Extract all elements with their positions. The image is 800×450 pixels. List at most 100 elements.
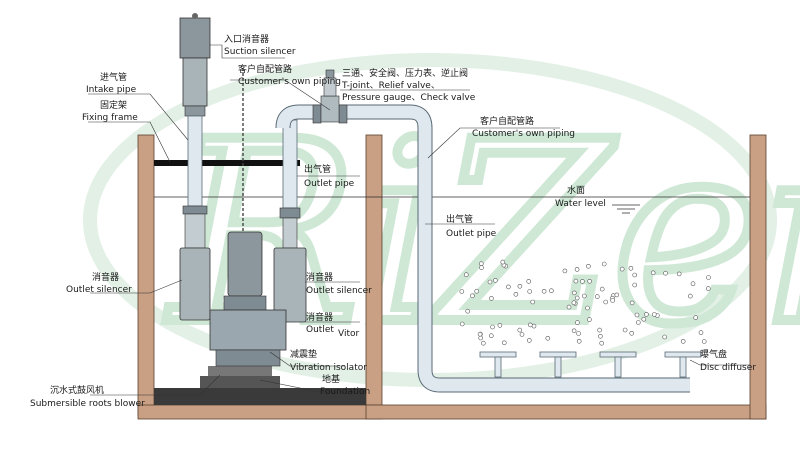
air-bubble bbox=[500, 259, 506, 265]
air-bubble bbox=[580, 279, 585, 284]
valve-assembly bbox=[312, 69, 348, 124]
air-bubble bbox=[693, 315, 699, 320]
label-blower-en: Submersible roots blower bbox=[30, 399, 145, 409]
air-bubble bbox=[587, 278, 592, 284]
label-water-level-cn: 水面 bbox=[567, 184, 585, 196]
label-outlet-pipe-a-cn: 出气管 bbox=[304, 163, 331, 175]
foundation bbox=[154, 366, 366, 405]
label-water-level-en: Water level bbox=[555, 199, 606, 209]
label-customer-piping-top-cn: 客户自配管路 bbox=[238, 63, 292, 75]
air-bubble bbox=[530, 299, 536, 305]
label-outlet-pipe-b-en: Outlet pipe bbox=[446, 229, 497, 239]
air-bubble bbox=[690, 281, 696, 287]
air-bubble bbox=[599, 286, 605, 292]
air-bubble bbox=[705, 286, 711, 291]
water-level-symbol bbox=[612, 204, 640, 214]
intake-pipe bbox=[187, 115, 203, 207]
disc-diffuser bbox=[599, 351, 637, 378]
label-outlet-vitor-cn: 消音器 bbox=[306, 311, 333, 323]
air-bubble bbox=[489, 296, 494, 301]
air-bubble bbox=[527, 322, 533, 328]
air-bubble bbox=[706, 275, 711, 280]
air-bubble bbox=[488, 333, 494, 339]
outlet-silencer-right bbox=[273, 207, 307, 323]
label-fixing-frame-en: Fixing frame bbox=[82, 113, 138, 123]
air-bubble bbox=[573, 278, 579, 284]
label-vibration-isolator-cn: 减震垫 bbox=[290, 348, 317, 360]
air-bubble bbox=[585, 305, 590, 311]
air-bubble bbox=[586, 263, 591, 269]
air-bubble bbox=[571, 328, 577, 334]
air-bubble bbox=[459, 289, 465, 294]
air-bubble bbox=[603, 299, 609, 305]
air-bubble bbox=[634, 312, 640, 318]
air-bubble bbox=[526, 338, 532, 343]
label-intake-pipe-cn: 进气管 bbox=[100, 71, 127, 83]
air-bubble bbox=[465, 308, 471, 314]
air-bubble bbox=[474, 288, 480, 294]
air-bubble bbox=[635, 320, 641, 325]
air-bubble bbox=[632, 272, 638, 278]
intake-flange bbox=[182, 205, 208, 215]
outlet-pipe-vertical bbox=[282, 119, 298, 209]
label-valves-cn: 三通、安全阀、压力表、逆止阀 bbox=[342, 67, 468, 79]
air-bubble bbox=[676, 271, 682, 277]
air-bubble bbox=[497, 323, 503, 328]
label-outlet-silencer-left-cn: 消音器 bbox=[92, 271, 119, 283]
air-bubble bbox=[599, 340, 605, 346]
disc-diffuser bbox=[664, 351, 702, 378]
air-bubble bbox=[628, 265, 634, 271]
air-bubble bbox=[632, 282, 638, 288]
label-outlet-silencer-left-en: Outlet silencer bbox=[66, 285, 132, 295]
label-outlet-pipe-a-en: Outlet pipe bbox=[304, 179, 355, 189]
label-customer-piping-top-en: Customer's own piping bbox=[238, 77, 341, 87]
disc-diffuser bbox=[479, 351, 517, 378]
air-bubble bbox=[644, 312, 649, 317]
air-bubble bbox=[597, 327, 602, 333]
air-bubble bbox=[576, 331, 581, 336]
air-bubbles bbox=[459, 259, 711, 346]
air-bubble bbox=[581, 293, 587, 299]
air-bubble bbox=[571, 290, 577, 296]
label-disc-diffuser-en: Disc diffuser bbox=[700, 363, 756, 373]
leader-lines bbox=[88, 44, 750, 396]
air-bubble bbox=[487, 279, 493, 285]
air-bubble bbox=[478, 335, 484, 341]
label-outlet-silencer-mid-cn: 消音器 bbox=[306, 271, 333, 283]
disc-diffusers bbox=[479, 351, 702, 378]
air-bubble bbox=[680, 339, 686, 344]
label-customer-piping-right-en: Customer's own piping bbox=[472, 129, 575, 139]
label-foundation-en: Foundation bbox=[320, 387, 370, 397]
air-bubble bbox=[541, 288, 547, 294]
air-bubble bbox=[519, 332, 525, 337]
air-bubble bbox=[574, 295, 580, 301]
air-bubble bbox=[493, 278, 498, 283]
disc-diffuser bbox=[539, 351, 577, 378]
air-bubble bbox=[506, 284, 511, 290]
air-bubble bbox=[478, 261, 484, 267]
air-bubble bbox=[549, 288, 554, 294]
air-bubble bbox=[598, 333, 603, 339]
air-bubble bbox=[629, 330, 635, 336]
air-bubble bbox=[517, 327, 523, 333]
label-intake-pipe-en: Intake pipe bbox=[86, 85, 137, 95]
air-bubble bbox=[477, 331, 483, 337]
air-bubble bbox=[517, 283, 523, 289]
labels: 入口消音器 Suction silencer 客户自配管路 Customer's… bbox=[30, 33, 756, 409]
air-bubble bbox=[629, 300, 635, 306]
air-bubble bbox=[650, 270, 656, 276]
air-bubble bbox=[571, 300, 577, 306]
air-bubble bbox=[619, 266, 625, 272]
air-bubble bbox=[545, 335, 551, 341]
air-bubble bbox=[513, 291, 519, 297]
air-bubble bbox=[701, 339, 707, 344]
label-outlet-pipe-b-cn: 出气管 bbox=[446, 213, 473, 225]
air-bubble bbox=[459, 321, 465, 327]
air-bubble bbox=[663, 270, 668, 276]
label-vibration-isolator-en: Vibration isolator bbox=[290, 363, 367, 373]
label-valves-en-2: Pressure gauge、Check valve bbox=[342, 93, 476, 103]
label-foundation-cn: 地基 bbox=[322, 373, 340, 385]
air-bubble bbox=[575, 320, 580, 325]
air-bubble bbox=[614, 292, 620, 298]
